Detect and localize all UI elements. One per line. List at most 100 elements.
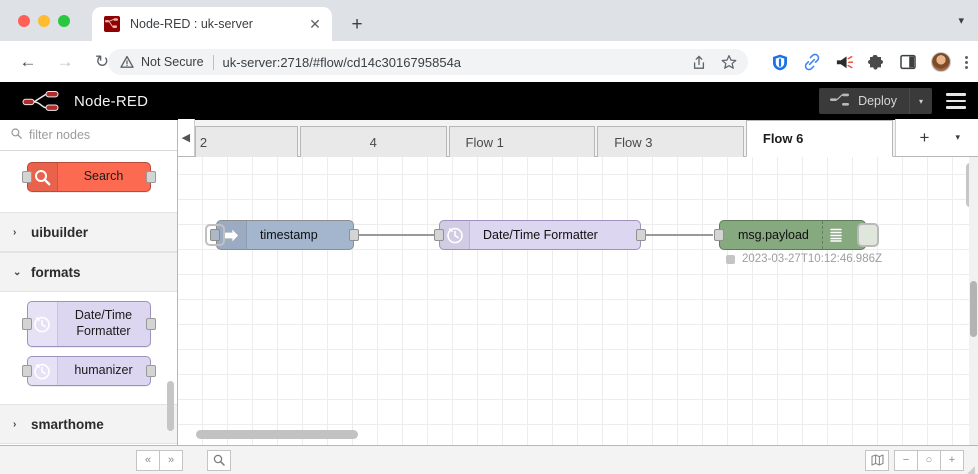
close-icon[interactable]: ✕ (309, 16, 321, 32)
sidepanel-icon[interactable] (899, 53, 917, 71)
node-input-port[interactable] (714, 229, 724, 241)
tab-flow-4[interactable]: 4 (299, 126, 447, 157)
add-flow-button[interactable]: + (919, 128, 930, 147)
maximize-window-button[interactable] (58, 15, 70, 27)
megaphone-extension-icon[interactable] (835, 53, 853, 71)
sidebar-item-smarthome[interactable]: › smarthome (0, 404, 177, 444)
reload-button[interactable]: ↻ (94, 51, 110, 71)
node-output-port[interactable] (349, 229, 359, 241)
node-input-port[interactable] (21, 365, 32, 377)
flow-tabbar: ◀ 2 4 Flow 1 Flow 3 Flow 6 + ▾ (178, 119, 978, 157)
zoom-controls-group: − ○ + (865, 449, 964, 471)
close-window-button[interactable] (18, 15, 30, 27)
extension-toolbar (771, 49, 968, 75)
clock-icon (440, 221, 470, 249)
palette-group-search: Search (0, 151, 177, 212)
canvas-horizontal-scrollbar[interactable] (196, 430, 358, 439)
back-button[interactable]: ← (19, 51, 37, 71)
flow-canvas[interactable]: timestamp Date/Time Formatter msg.payloa… (178, 157, 978, 445)
security-status-label: Not Secure (141, 55, 204, 69)
chevron-down-icon: ⌄ (13, 266, 22, 278)
search-icon[interactable] (207, 449, 231, 471)
palette-category-content-formats: Date/Time Formatter humanizer (0, 292, 177, 404)
avatar[interactable] (931, 52, 951, 72)
palette-scrollbar[interactable] (167, 381, 174, 431)
palette-filter-row[interactable]: filter nodes (0, 120, 177, 151)
node-output-port[interactable] (145, 171, 156, 183)
palette-node-humanizer[interactable]: humanizer (21, 356, 156, 386)
zoom-reset-button[interactable]: ○ (917, 449, 941, 471)
browser-tab-title: Node-RED : uk-server (130, 17, 253, 31)
palette-collapse-group: « » (136, 449, 183, 471)
not-secure-warning-icon (120, 55, 134, 69)
node-input-port[interactable] (21, 318, 32, 330)
omnibox-divider (212, 54, 214, 70)
node-output-port[interactable] (145, 365, 156, 377)
share-icon[interactable] (690, 53, 708, 71)
node-palette: filter nodes Search (0, 120, 178, 445)
status-text: 2023-03-27T10:12:46.986Z (742, 253, 883, 265)
browser-menu-icon[interactable] (965, 55, 968, 69)
tabbar-menu-button[interactable]: ▾ (955, 132, 961, 142)
node-red-header: Node-RED Deploy ▾ (0, 82, 978, 120)
node-output-port[interactable] (636, 229, 646, 241)
deploy-caret-icon[interactable]: ▾ (918, 96, 923, 106)
palette-category-label: uibuilder (31, 224, 88, 240)
debug-lines-icon (821, 221, 850, 249)
window-resize-grip[interactable] (966, 462, 976, 474)
deploy-button[interactable]: Deploy (819, 88, 910, 114)
collapse-all-button[interactable]: « (136, 449, 160, 471)
flow-node-debug[interactable]: msg.payload (714, 220, 879, 250)
new-tab-button[interactable]: + (351, 13, 363, 35)
sidebar-item-formats[interactable]: ⌄ formats (0, 252, 177, 292)
forward-button[interactable]: → (56, 51, 74, 71)
deploy-button-group[interactable]: Deploy ▾ (819, 88, 932, 114)
status-badge (726, 254, 735, 264)
palette-body: Search › uibuilder ⌄ formats (0, 151, 177, 445)
palette-node-search[interactable]: Search (21, 162, 156, 192)
chevron-down-icon[interactable]: ▾ (958, 15, 964, 27)
address-bar[interactable]: Not Secure uk-server:2718/#flow/cd14c301… (108, 49, 748, 75)
node-input-port[interactable] (434, 229, 444, 241)
tab-flow-3[interactable]: Flow 3 (597, 126, 744, 157)
browser-toolbar: ← → ↻ Not Secure uk-server:2718/#flow/cd… (0, 41, 978, 82)
palette-node-label: Date/Time Formatter (74, 308, 133, 338)
palette-category-label: smarthome (31, 416, 104, 432)
flow-node-date-time-formatter[interactable]: Date/Time Formatter (434, 220, 646, 250)
browser-tab-node-red[interactable]: Node-RED : uk-server ✕ (92, 7, 332, 41)
sidebar-item-uibuilder[interactable]: › uibuilder (0, 212, 177, 252)
editor-vertical-scrollbar[interactable] (969, 157, 978, 445)
tab-flow-1[interactable]: Flow 1 (448, 126, 596, 157)
browser-tabstrip: Node-RED : uk-server ✕ + ▾ (0, 0, 978, 41)
tab-flow-6[interactable]: Flow 6 (745, 120, 893, 157)
tab-flow-2[interactable]: 2 (194, 126, 298, 157)
expand-all-button[interactable]: » (159, 449, 183, 471)
debug-enable-toggle[interactable] (857, 223, 879, 247)
node-red-favicon (104, 16, 120, 32)
bookmark-star-icon[interactable] (720, 53, 738, 71)
hamburger-menu-icon[interactable] (946, 93, 966, 109)
flow-node-label: msg.payload (738, 228, 809, 242)
wire-timestamp-to-formatter[interactable] (353, 234, 439, 236)
chevron-right-icon: › (13, 226, 17, 238)
palette-category-label: formats (31, 264, 81, 280)
tabbar-scroll-left-button[interactable]: ◀ (178, 119, 195, 156)
wire-formatter-to-debug[interactable] (640, 234, 713, 236)
minimize-window-button[interactable] (38, 15, 50, 27)
zoom-out-button[interactable]: − (894, 449, 918, 471)
shield-extension-icon[interactable] (771, 53, 789, 71)
filter-nodes-input[interactable]: filter nodes (29, 128, 91, 142)
deploy-label: Deploy (858, 94, 897, 108)
navigator-map-icon[interactable] (865, 449, 889, 471)
node-input-port[interactable] (21, 171, 32, 183)
node-output-port[interactable] (145, 318, 156, 330)
bottom-toolbar: « » − ○ + (0, 445, 978, 474)
zoom-in-button[interactable]: + (940, 449, 964, 471)
puzzle-extension-icon[interactable] (867, 53, 885, 71)
deploy-icon (830, 93, 850, 110)
node-input-port[interactable] (205, 224, 225, 246)
palette-node-date-time-formatter[interactable]: Date/Time Formatter (21, 301, 156, 347)
link-extension-icon[interactable] (803, 53, 821, 71)
flow-node-timestamp[interactable]: timestamp (205, 220, 359, 250)
